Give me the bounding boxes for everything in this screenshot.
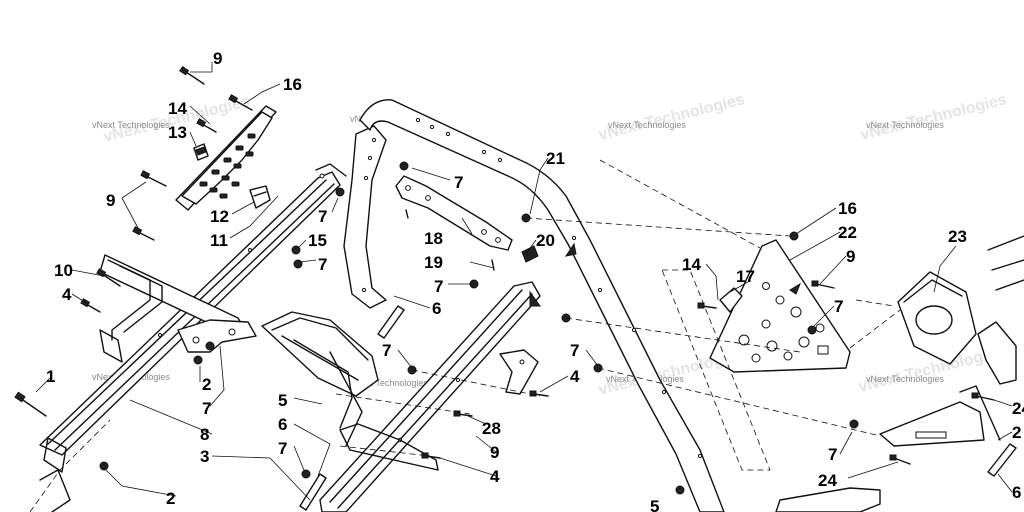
callout-5: 5 bbox=[650, 497, 659, 512]
callout-24: 24 bbox=[818, 471, 837, 490]
callout-15: 15 bbox=[308, 231, 327, 250]
callout-9: 9 bbox=[846, 247, 855, 266]
mount-plate-17 bbox=[709, 239, 851, 373]
plate-11 bbox=[175, 105, 277, 211]
callout-7: 7 bbox=[834, 297, 843, 316]
roll-bar-21 bbox=[359, 99, 725, 512]
strap-6 bbox=[299, 305, 1017, 511]
callout-20: 20 bbox=[536, 231, 555, 250]
callout-7: 7 bbox=[434, 277, 443, 296]
callout-4: 4 bbox=[62, 285, 72, 304]
component-23 bbox=[897, 271, 1017, 385]
callout-14: 14 bbox=[168, 99, 187, 118]
callout-16: 16 bbox=[838, 199, 857, 218]
callout-3: 3 bbox=[200, 447, 209, 466]
right-edge-part bbox=[987, 235, 1024, 291]
callout-4: 4 bbox=[490, 467, 500, 486]
callout-7: 7 bbox=[382, 341, 391, 360]
callout-2: 2 bbox=[202, 375, 211, 394]
leader-lines bbox=[35, 62, 1013, 501]
watermark-ghost: vNext Technologies bbox=[597, 91, 747, 144]
callout-9: 9 bbox=[213, 49, 222, 68]
callout-18: 18 bbox=[424, 229, 443, 248]
callout-6: 6 bbox=[1012, 483, 1021, 502]
callout-2: 2 bbox=[166, 489, 175, 508]
clamp-17 bbox=[719, 287, 743, 313]
callout-8: 8 bbox=[200, 425, 209, 444]
callout-7: 7 bbox=[318, 207, 327, 226]
callout-16: 16 bbox=[283, 75, 302, 94]
callout-labels: 9 16 14 13 9 12 11 7 15 7 10 4 1 2 7 8 3… bbox=[46, 49, 1024, 512]
callout-9: 9 bbox=[490, 443, 499, 462]
callout-12: 12 bbox=[210, 207, 229, 226]
watermark-ghost: vNext Technologies bbox=[859, 91, 1009, 144]
bracket-18 bbox=[395, 175, 513, 251]
ghost-panel bbox=[661, 269, 771, 471]
callout-7: 7 bbox=[278, 439, 287, 458]
callout-19: 19 bbox=[424, 253, 443, 272]
watermark: vNext Technologies bbox=[608, 120, 686, 130]
watermark: vNext Technologies bbox=[866, 120, 944, 130]
callout-9: 9 bbox=[106, 191, 115, 210]
seat-cushion-5 bbox=[261, 311, 379, 447]
callout-7: 7 bbox=[828, 445, 837, 464]
direction-arrows bbox=[529, 242, 802, 307]
callout-6: 6 bbox=[278, 415, 287, 434]
rubber-bumper-13 bbox=[193, 143, 209, 161]
bracket-28 bbox=[499, 349, 539, 395]
side-bracket-6 bbox=[343, 125, 387, 309]
watermark: vNext Technologies bbox=[350, 378, 428, 388]
callout-17: 17 bbox=[736, 267, 755, 286]
lower-center-rail bbox=[319, 281, 541, 512]
callout-1: 1 bbox=[46, 367, 55, 386]
nuts-left bbox=[99, 161, 531, 479]
callout-5: 5 bbox=[278, 391, 287, 410]
callout-4: 4 bbox=[570, 367, 580, 386]
callout-23: 23 bbox=[948, 227, 967, 246]
callout-7: 7 bbox=[454, 173, 463, 192]
watermark: vNext Technologies bbox=[866, 374, 944, 384]
nuts-right bbox=[561, 231, 859, 495]
callout-7: 7 bbox=[570, 341, 579, 360]
watermark: vNext Technologies bbox=[92, 120, 170, 130]
callout-21: 21 bbox=[546, 149, 565, 168]
lower-right-plate bbox=[775, 487, 881, 512]
callout-7: 7 bbox=[202, 399, 211, 418]
callout-14: 14 bbox=[682, 255, 701, 274]
callout-6: 6 bbox=[432, 299, 441, 318]
callout-11: 11 bbox=[210, 231, 228, 250]
callout-13: 13 bbox=[168, 123, 187, 142]
callout-2: 2 bbox=[1012, 423, 1021, 442]
callout-10: 10 bbox=[54, 261, 73, 280]
rubber-bumper-12 bbox=[249, 185, 271, 209]
bolts-upper-left bbox=[14, 65, 253, 417]
callout-22: 22 bbox=[838, 223, 857, 242]
callout-24: 24 bbox=[1012, 399, 1024, 418]
callout-28: 28 bbox=[482, 419, 501, 438]
cross-plate bbox=[339, 423, 439, 471]
callout-7: 7 bbox=[318, 255, 327, 274]
lower-right-bracket bbox=[879, 385, 1001, 447]
mount-bracket-8 bbox=[177, 319, 257, 353]
